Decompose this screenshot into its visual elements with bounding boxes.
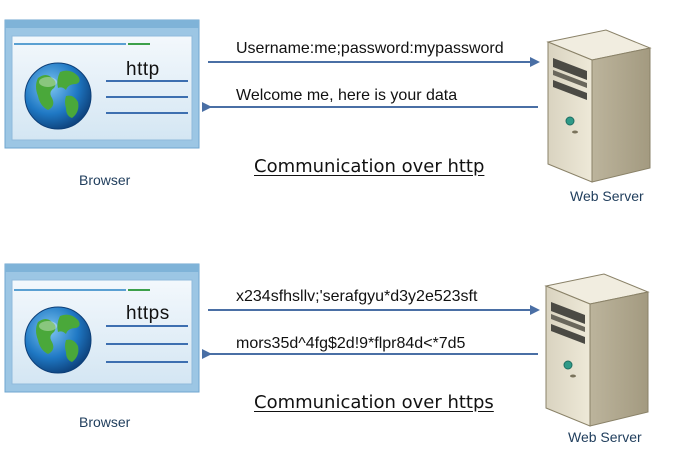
request-message: Username:me;password:mypassword [236, 40, 504, 57]
scene-caption: Communication over http [254, 156, 485, 177]
server-label: Web Server [568, 429, 642, 445]
web-server-icon [546, 29, 652, 183]
request-message: x234sfhsllv;'serafgyu*d3y2e523sft [236, 288, 478, 305]
https-scene-artwork [4, 263, 650, 427]
response-message: mors35d^4fg$2d!9*flpr84d<*7d5 [236, 335, 466, 352]
browser-label: Browser [79, 172, 131, 188]
https-communication-scene: https x234sfhsllv;'serafgyu*d3y2e523sft … [0, 242, 684, 467]
protocol-label: https [126, 303, 170, 324]
browser-label: Browser [79, 414, 131, 430]
server-label: Web Server [570, 188, 644, 204]
http-communication-scene: http Username:me;password:mypassword Wel… [0, 0, 684, 225]
globe-icon [24, 62, 92, 130]
response-message: Welcome me, here is your data [236, 87, 458, 104]
protocol-label: http [126, 59, 160, 80]
web-server-icon [544, 273, 650, 427]
globe-icon [24, 306, 92, 374]
scene-caption: Communication over https [254, 392, 494, 413]
http-scene-artwork [4, 19, 652, 183]
